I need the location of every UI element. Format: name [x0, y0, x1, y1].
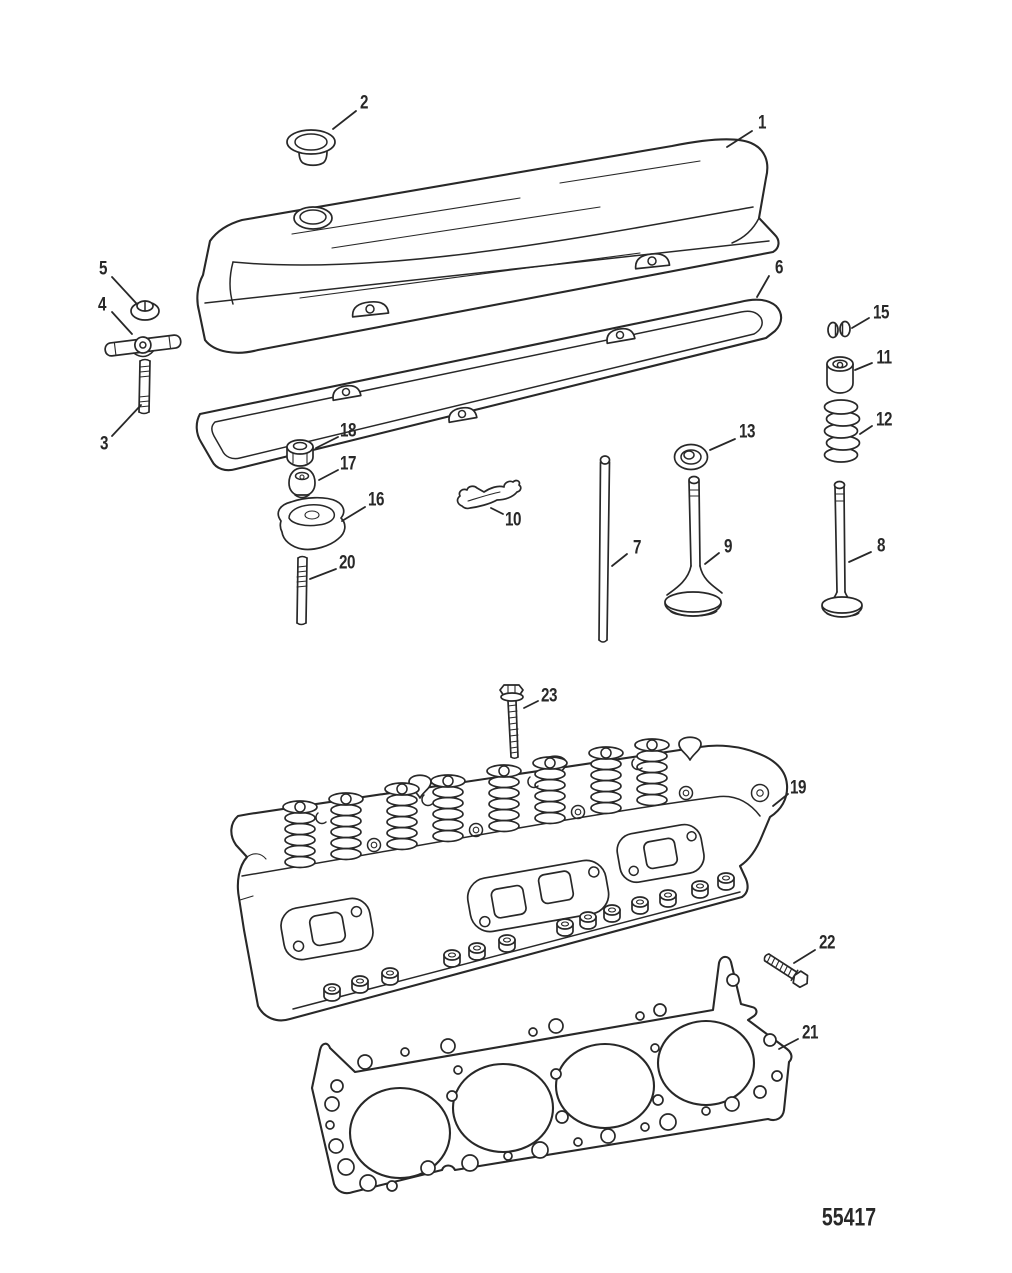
- spring-cap: [826, 356, 854, 394]
- callout-22: 22: [818, 932, 836, 954]
- push-rod: [598, 455, 611, 643]
- drawing-number: 55417: [821, 1203, 877, 1232]
- exhaust-valve: [821, 480, 863, 618]
- stud-nut: [130, 300, 160, 321]
- long-stud: [296, 555, 308, 626]
- rocker-arm: [104, 334, 182, 358]
- callout-15: 15: [872, 302, 890, 324]
- callout-8: 8: [876, 535, 886, 557]
- valve-cover: [196, 138, 780, 354]
- cylinder-head: [230, 736, 789, 1022]
- callout-17: 17: [339, 453, 357, 475]
- callout-1: 1: [757, 112, 767, 134]
- head-bolt: [499, 684, 524, 759]
- leader-lines: [111, 110, 873, 1050]
- oil-filler-cap: [286, 129, 336, 167]
- intake-valve: [664, 475, 723, 617]
- callout-11: 11: [876, 347, 892, 369]
- valve-keepers: [827, 320, 851, 339]
- rocker-arm-cup: [277, 496, 346, 551]
- head-gasket: [310, 955, 793, 1195]
- valve-cover-gasket: [195, 298, 783, 472]
- callout-18: 18: [339, 420, 357, 442]
- callout-7: 7: [632, 537, 642, 559]
- spring-retainer: [673, 443, 709, 471]
- lock-nut: [286, 439, 314, 467]
- callout-23: 23: [540, 685, 558, 707]
- callout-2: 2: [359, 92, 369, 114]
- guide-clip: [456, 479, 522, 510]
- callout-20: 20: [338, 552, 356, 574]
- callout-21: 21: [801, 1022, 819, 1044]
- callout-5: 5: [98, 258, 108, 280]
- rocker-stud: [138, 358, 151, 415]
- callout-9: 9: [723, 536, 733, 558]
- callout-13: 13: [738, 421, 756, 443]
- pivot-ball: [288, 467, 316, 499]
- callout-4: 4: [97, 294, 107, 316]
- callout-3: 3: [99, 433, 109, 455]
- valve-spring: [823, 399, 861, 463]
- hex-bolt: [763, 953, 809, 989]
- callout-12: 12: [875, 409, 893, 431]
- callout-6: 6: [774, 257, 784, 279]
- callout-10: 10: [504, 509, 522, 531]
- callout-16: 16: [367, 489, 385, 511]
- callout-19: 19: [789, 777, 807, 799]
